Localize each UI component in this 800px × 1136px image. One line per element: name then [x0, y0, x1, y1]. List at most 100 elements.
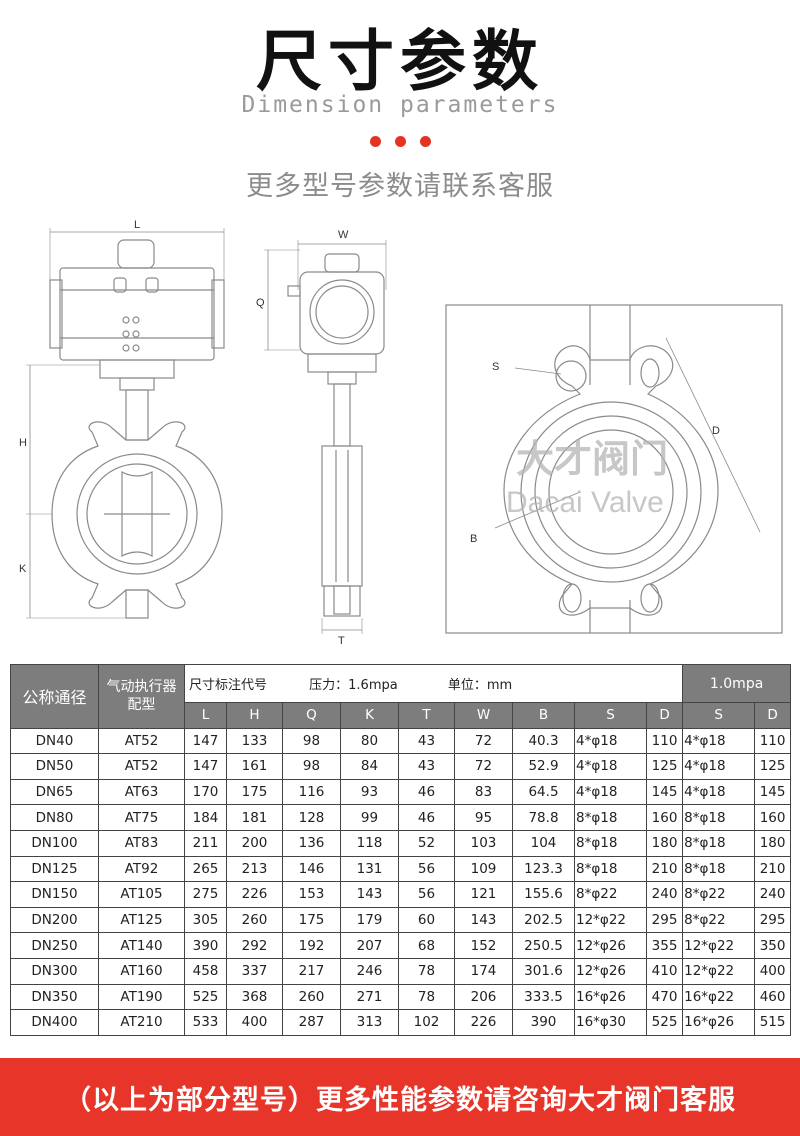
table-cell: 98	[282, 727, 341, 755]
table-cell: 8*φ18	[574, 855, 647, 883]
table-cell: 192	[282, 932, 341, 959]
red-dot-icon	[394, 136, 406, 147]
table-cell: 78.8	[512, 804, 575, 831]
table-cell: 368	[226, 983, 283, 1011]
table-cell: 333.5	[512, 983, 575, 1011]
table-cell: 390	[184, 932, 227, 959]
red-dot-icon	[369, 136, 381, 147]
dim-label-t: T	[338, 635, 345, 647]
table-cell: 174	[454, 957, 513, 985]
table-cell: 16*φ30	[574, 1009, 647, 1036]
table-cell: 313	[340, 1009, 399, 1036]
table-cell: 4*φ18	[574, 778, 647, 806]
dim-label-l: L	[134, 219, 140, 231]
table-cell: 145	[645, 778, 684, 806]
contact-hint: 更多型号参数请联系客服	[246, 171, 554, 202]
table-cell: 200	[226, 829, 283, 857]
sub-header-cell: K	[340, 702, 399, 729]
table-cell: 180	[754, 829, 792, 857]
table-cell: DN300	[10, 957, 99, 985]
table-cell: 470	[645, 983, 684, 1011]
table-cell: 145	[754, 778, 792, 806]
sub-header-cell: D	[754, 702, 792, 729]
sub-header-cell: H	[226, 702, 283, 729]
table-cell: 8*φ18	[574, 829, 647, 857]
table-cell: DN65	[10, 778, 99, 806]
header-actuator-model: 气动执行器配型	[98, 664, 185, 729]
table-cell: 305	[184, 906, 227, 934]
table-cell: 184	[184, 804, 227, 831]
table-cell: 109	[454, 855, 513, 883]
table-cell: 46	[398, 778, 455, 806]
table-cell: 64.5	[512, 778, 575, 806]
sub-header-cell: T	[398, 702, 455, 729]
table-cell: 400	[226, 1009, 283, 1036]
side-view	[264, 240, 387, 634]
sub-header-cell: L	[184, 702, 227, 729]
table-cell: 211	[184, 829, 227, 857]
table-cell: 265	[184, 855, 227, 883]
dim-label-k: K	[19, 563, 27, 575]
table-cell: 40.3	[512, 727, 575, 755]
table-cell: 410	[645, 957, 684, 985]
table-cell: DN150	[10, 881, 99, 908]
table-cell: 4*φ18	[682, 727, 756, 755]
table-cell: 175	[226, 778, 283, 806]
footer-text: （以上为部分型号）更多性能参数请咨询大才阀门客服	[64, 1084, 736, 1116]
english-subtitle: Dimension parameters	[241, 92, 559, 118]
table-cell: 12*φ22	[682, 957, 756, 985]
table-cell: 295	[645, 906, 684, 934]
table-cell: 12*φ26	[574, 957, 647, 985]
table-cell: 250.5	[512, 932, 575, 959]
table-cell: 8*φ22	[574, 881, 647, 908]
table-cell: 110	[645, 727, 684, 755]
table-cell: 72	[454, 753, 513, 780]
table-cell: 125	[754, 753, 792, 780]
table-cell: 12*φ26	[574, 932, 647, 959]
table-cell: 181	[226, 804, 283, 831]
table-cell: DN250	[10, 932, 99, 959]
table-cell: 133	[226, 727, 283, 755]
table-cell: 52.9	[512, 753, 575, 780]
front-view	[26, 228, 225, 619]
table-cell: AT83	[98, 829, 185, 857]
table-cell: 458	[184, 957, 227, 985]
table-cell: 275	[184, 881, 227, 908]
table-cell: 161	[226, 753, 283, 780]
table-cell: 147	[184, 727, 227, 755]
table-cell: 207	[340, 932, 399, 959]
table-cell: 136	[282, 829, 341, 857]
table-cell: AT52	[98, 753, 185, 780]
table-cell: 400	[754, 957, 792, 985]
table-cell: 4*φ18	[682, 753, 756, 780]
table-cell: 160	[645, 804, 684, 831]
table-cell: DN50	[10, 753, 99, 780]
table-cell: 68	[398, 932, 455, 959]
table-cell: 525	[645, 1009, 684, 1036]
decorative-dots	[0, 136, 800, 147]
table-cell: DN125	[10, 855, 99, 883]
table-cell: 8*φ18	[682, 804, 756, 831]
table-cell: 153	[282, 881, 341, 908]
table-cell: 292	[226, 932, 283, 959]
table-cell: 147	[184, 753, 227, 780]
table-cell: 533	[184, 1009, 227, 1036]
table-cell: 80	[340, 727, 399, 755]
table-cell: 116	[282, 778, 341, 806]
dim-label-q: Q	[256, 297, 265, 309]
dim-label-h: H	[19, 437, 27, 449]
sub-header-cell: D	[645, 702, 684, 729]
dim-label-d: D	[712, 425, 720, 437]
table-cell: 16*φ26	[682, 1009, 756, 1036]
table-cell: 93	[340, 778, 399, 806]
table-cell: 152	[454, 932, 513, 959]
condition-code: 尺寸标注代号	[189, 678, 268, 693]
table-cell: 170	[184, 778, 227, 806]
